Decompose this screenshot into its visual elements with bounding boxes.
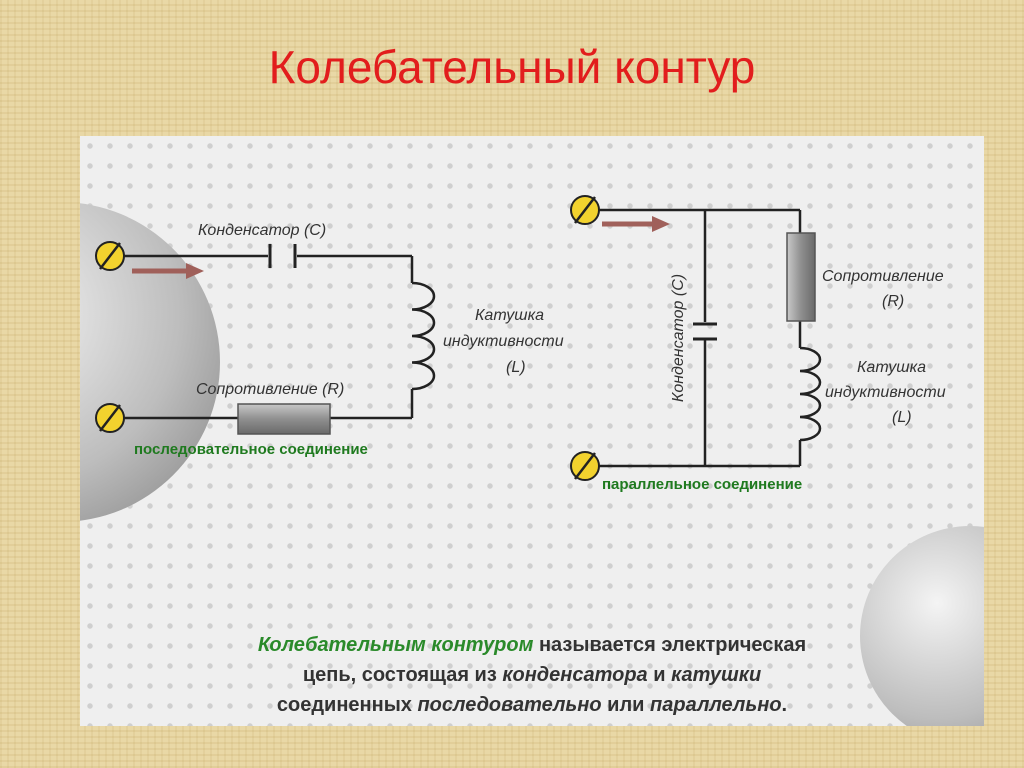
diagram-panel: Конденсатор (С) Катушка индуктивности (L… [80, 136, 984, 726]
definition-line-1: Колебательным контуром называется электр… [257, 634, 807, 656]
parallel-resistor-label-line1: Сопротивление [822, 268, 944, 285]
definition-line-3: соединенных последовательно или параллел… [276, 694, 788, 716]
parallel-coil-label-line2: индуктивности [825, 384, 946, 401]
series-terminal-bottom [95, 403, 125, 433]
series-terminal-top [95, 241, 125, 271]
series-current-arrow [132, 263, 204, 279]
decorative-sphere-left [80, 203, 220, 521]
slide-title: Колебательный контур [268, 41, 756, 93]
series-coil [411, 281, 436, 391]
parallel-resistor [786, 232, 816, 322]
parallel-capacitor [693, 322, 717, 341]
parallel-current-arrow [602, 216, 670, 232]
definition-term: Колебательным контуром [257, 634, 534, 656]
series-connection-label: последовательное соединение [134, 441, 368, 458]
series-coil-label-line3: (L) [506, 359, 526, 376]
series-resistor-label: Сопротивление (R) [196, 381, 344, 398]
series-capacitor [268, 244, 297, 268]
series-coil-label-line1: Катушка [475, 307, 544, 324]
parallel-coil [799, 346, 822, 442]
series-circuit [110, 254, 414, 420]
parallel-capacitor-label: Конденсатор (С) [670, 274, 687, 402]
circuit-diagrams: Конденсатор (С) Катушка индуктивности (L… [80, 195, 984, 726]
series-resistor [237, 403, 331, 435]
parallel-coil-label-line1: Катушка [857, 359, 926, 376]
parallel-terminal-bottom [570, 451, 600, 481]
decorative-sphere-right [860, 526, 984, 726]
parallel-resistor-label-line2: (R) [882, 293, 904, 310]
parallel-coil-label-line3: (L) [892, 409, 912, 426]
parallel-circuit [585, 208, 802, 468]
series-capacitor-label: Конденсатор (С) [198, 222, 326, 239]
definition-text: Колебательным контуром называется электр… [80, 630, 984, 720]
series-coil-label-line2: индуктивности [443, 333, 564, 350]
parallel-terminal-top [570, 195, 600, 225]
parallel-connection-label: параллельное соединение [602, 476, 802, 493]
definition-line-2: цепь, состоящая из конденсатора и катушк… [302, 664, 762, 686]
